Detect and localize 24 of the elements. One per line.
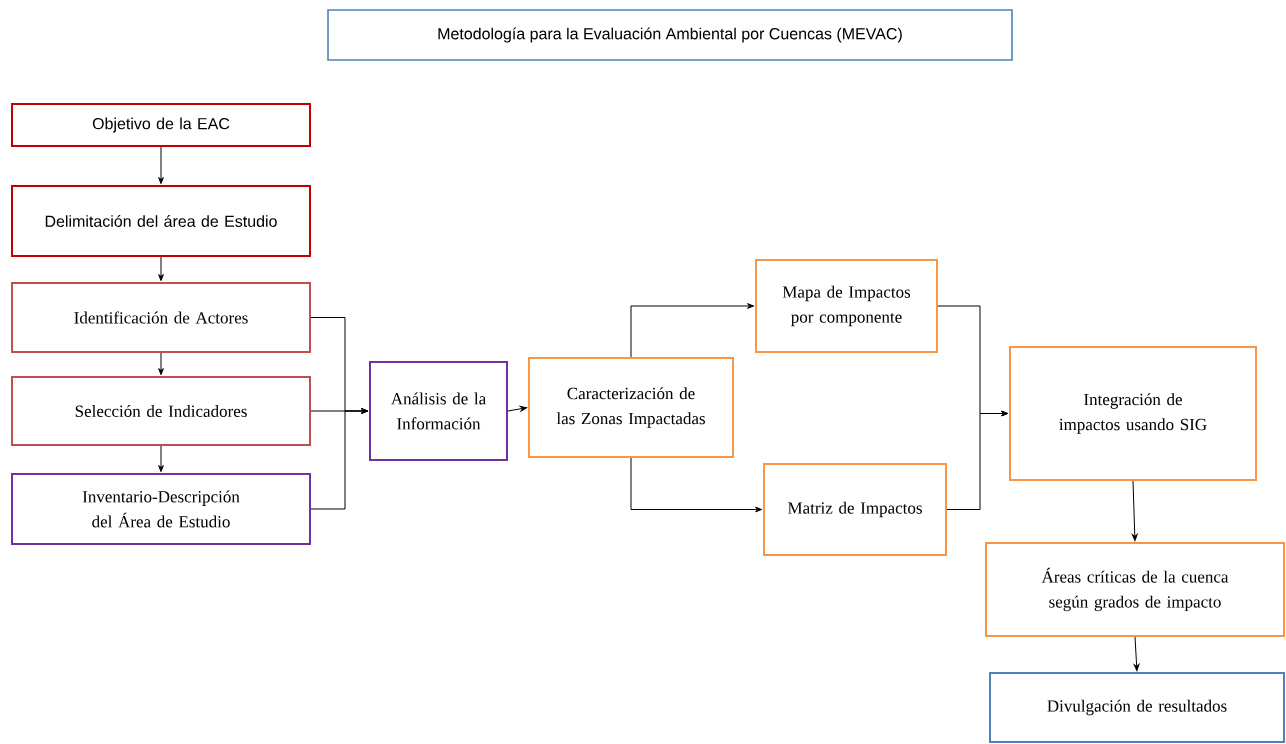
process-box: Análisis de la Información <box>369 361 508 461</box>
title-box: Metodología para la Evaluación Ambiental por Cuencas (MEVAC) <box>327 9 1013 61</box>
arrow <box>1131 480 1138 542</box>
arrow <box>158 445 164 473</box>
process-box: Selección de Indicadores <box>11 376 311 446</box>
arrow <box>158 146 164 185</box>
process-box: Caracterización de las Zonas Impactadas <box>528 357 734 458</box>
process-box: Identificación de Actores <box>11 282 311 353</box>
arrow <box>158 352 164 376</box>
process-box: Mapa de Impactos por componente <box>755 259 938 353</box>
process-box: Integración de impactos usando SIG <box>1009 346 1257 481</box>
arrow <box>946 410 1009 510</box>
process-box: Áreas críticas de la cuenca según grados de impacto <box>985 542 1285 637</box>
arrow <box>630 457 763 513</box>
arrow <box>158 256 164 282</box>
arrow <box>1133 636 1140 672</box>
process-box: Matriz de Impactos <box>763 463 947 556</box>
arrow <box>507 405 528 412</box>
arrow <box>630 303 755 358</box>
process-box: Divulgación de resultados <box>989 672 1285 743</box>
arrow <box>310 408 369 510</box>
process-box: Inventario-Descripción del Área de Estudio <box>11 473 311 545</box>
process-box: Objetivo de la EAC <box>11 103 311 147</box>
process-box: Delimitación del área de Estudio <box>11 185 311 257</box>
